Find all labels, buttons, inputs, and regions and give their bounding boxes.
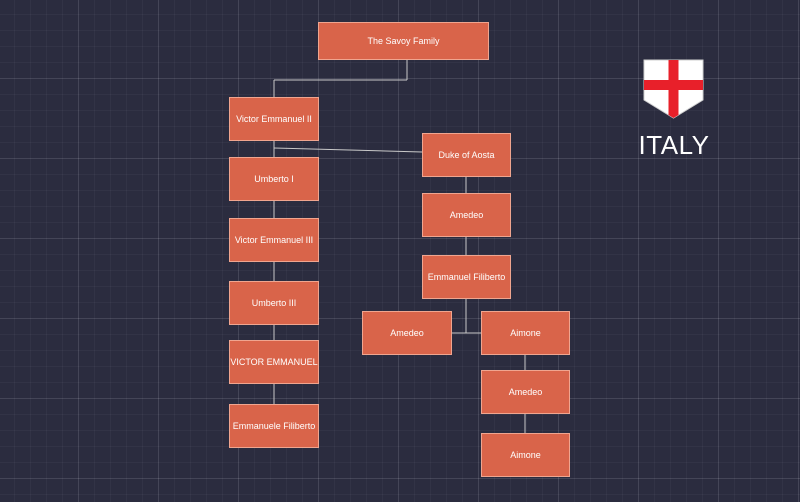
node-umberto-i[interactable]: Umberto I — [229, 157, 319, 201]
country-name: ITALY — [638, 130, 710, 160]
node-victor-emmanuel[interactable]: VICTOR EMMANUEL — [229, 340, 319, 384]
shield-red-cross-icon — [643, 59, 704, 119]
node-amedeo-child[interactable]: Amedeo — [362, 311, 452, 355]
node-duke-of-aosta[interactable]: Duke of Aosta — [422, 133, 511, 177]
node-emmanuel-filiberto[interactable]: Emmanuel Filiberto — [422, 255, 511, 299]
connector-ve2-to-aosta — [273, 147, 423, 153]
node-savoy-family[interactable]: The Savoy Family — [318, 22, 489, 60]
node-amedeo-grandchild[interactable]: Amedeo — [481, 370, 570, 414]
node-aimone-grandchild[interactable]: Aimone — [481, 433, 570, 477]
node-emmanuele-filiberto[interactable]: Emmanuele Filiberto — [229, 404, 319, 448]
node-victor-emmanuel-ii[interactable]: Victor Emmanuel II — [229, 97, 319, 141]
node-victor-emmanuel-iii[interactable]: Victor Emmanuel III — [229, 218, 319, 262]
node-aimone-child[interactable]: Aimone — [481, 311, 570, 355]
node-umberto-iii[interactable]: Umberto III — [229, 281, 319, 325]
node-amedeo[interactable]: Amedeo — [422, 193, 511, 237]
cross-horizontal-bar — [644, 80, 703, 90]
